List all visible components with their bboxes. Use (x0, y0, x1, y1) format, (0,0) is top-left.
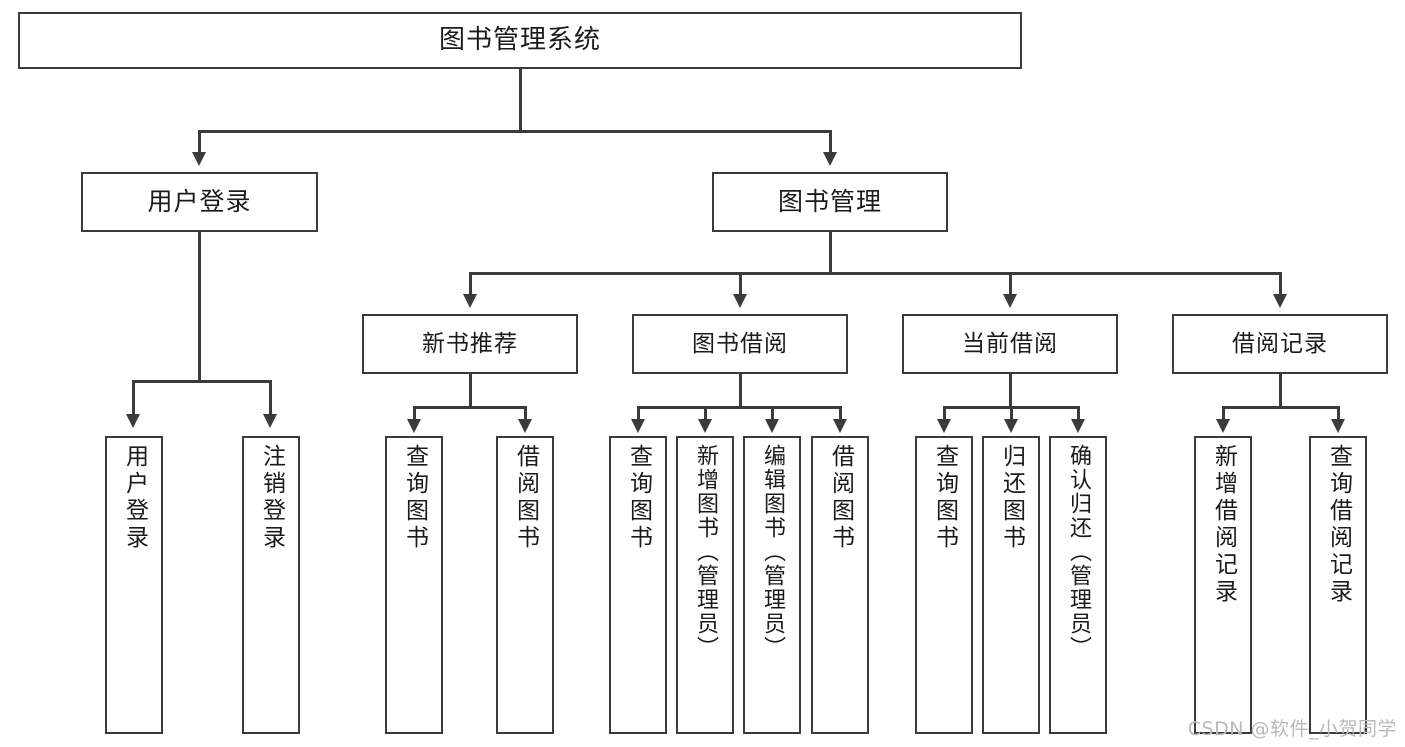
connector-root-bus (198, 130, 832, 133)
leaf-book-borrow-query-book[interactable]: 查询图书 (609, 436, 667, 734)
node-label: 编辑图书（管理员） (760, 444, 785, 660)
arrowhead-cb-leaf-3 (1071, 419, 1085, 433)
node-user-login[interactable]: 用户登录 (81, 172, 318, 232)
connector-book-management-stem (829, 232, 832, 274)
node-label: 注销登录 (258, 444, 285, 552)
connector-level2-bus (469, 272, 1281, 275)
arrowhead-nbr-leaf-1 (407, 419, 421, 433)
connector-bb-leaf-4 (839, 406, 842, 420)
arrowhead-br-leaf-1 (1216, 419, 1230, 433)
node-label: 图书借阅 (692, 330, 788, 357)
connector-nbr-leaf-2 (524, 406, 527, 420)
node-label: 新增借阅记录 (1210, 444, 1237, 606)
node-label: 图书管理 (777, 186, 882, 216)
leaf-book-borrow-add-book-admin[interactable]: 新增图书（管理员） (676, 436, 734, 734)
connector-to-current-borrow (1009, 272, 1012, 296)
leaf-book-borrow-borrow-book[interactable]: 借阅图书 (811, 436, 869, 734)
arrowhead-to-new-book-recommend (463, 294, 477, 308)
connector-nbr-leaf-1 (413, 406, 416, 420)
connector-book-borrow-stem (739, 374, 742, 408)
leaf-current-borrow-confirm-return-admin[interactable]: 确认归还（管理员） (1049, 436, 1107, 734)
leaf-current-borrow-query-book[interactable]: 查询图书 (915, 436, 973, 734)
arrowhead-cb-leaf-1 (937, 419, 951, 433)
arrowhead-root-to-user-login (192, 152, 206, 166)
node-label: 借阅图书 (512, 444, 539, 552)
node-book-management[interactable]: 图书管理 (712, 172, 948, 232)
node-label: 当前借阅 (962, 330, 1058, 357)
connector-br-leaf-1 (1222, 406, 1225, 420)
connector-new-book-recommend-stem (469, 374, 472, 408)
node-borrow-records[interactable]: 借阅记录 (1172, 314, 1388, 374)
connector-user-login-leaf-1 (132, 380, 135, 416)
node-label: 查询图书 (625, 444, 652, 552)
connector-current-borrow-stem (1009, 374, 1012, 408)
connector-root-to-user-login (198, 130, 201, 154)
connector-new-book-recommend-bus (413, 406, 527, 409)
arrowhead-to-borrow-records (1273, 294, 1287, 308)
connector-user-login-leaf-2 (269, 380, 272, 416)
arrowhead-to-book-borrow (733, 294, 747, 308)
leaf-borrow-records-add-record[interactable]: 新增借阅记录 (1194, 436, 1252, 734)
node-label: 借阅记录 (1232, 330, 1328, 357)
connector-user-login-bus (132, 380, 269, 383)
connector-user-login-stem (198, 232, 201, 382)
connector-bb-leaf-3 (771, 406, 774, 420)
leaf-user-login-login[interactable]: 用户登录 (105, 436, 163, 734)
connector-to-borrow-records (1279, 272, 1282, 296)
connector-to-new-book-recommend (469, 272, 472, 296)
leaf-current-borrow-return-book[interactable]: 归还图书 (982, 436, 1040, 734)
node-label: 用户登录 (147, 186, 252, 216)
node-label: 归还图书 (998, 444, 1025, 552)
node-label: 新增图书（管理员） (693, 444, 718, 660)
arrowhead-br-leaf-2 (1331, 419, 1345, 433)
leaf-new-book-query-book[interactable]: 查询图书 (385, 436, 443, 734)
connector-bb-leaf-2 (704, 406, 707, 420)
connector-cb-leaf-2 (1010, 406, 1013, 420)
connector-root-to-book-management (829, 130, 832, 154)
node-label: 查询图书 (931, 444, 958, 552)
node-label: 新书推荐 (422, 330, 518, 357)
node-book-borrow[interactable]: 图书借阅 (632, 314, 848, 374)
leaf-book-borrow-edit-book-admin[interactable]: 编辑图书（管理员） (743, 436, 801, 734)
connector-to-book-borrow (739, 272, 742, 296)
connector-borrow-records-stem (1279, 374, 1282, 408)
arrowhead-user-login-leaf-2 (263, 414, 277, 428)
node-label: 确认归还（管理员） (1066, 444, 1091, 660)
arrowhead-bb-leaf-1 (631, 419, 645, 433)
csdn-watermark: CSDN @软件_小贺同学 (1187, 718, 1397, 740)
node-label: 借阅图书 (827, 444, 854, 552)
arrowhead-root-to-book-management (823, 152, 837, 166)
connector-root-stem (519, 69, 522, 131)
connector-bb-leaf-1 (637, 406, 640, 420)
arrowhead-bb-leaf-2 (698, 419, 712, 433)
leaf-borrow-records-query-record[interactable]: 查询借阅记录 (1309, 436, 1367, 734)
arrowhead-user-login-leaf-1 (126, 414, 140, 428)
node-label: 图书管理系统 (438, 24, 601, 55)
leaf-user-login-logout[interactable]: 注销登录 (242, 436, 300, 734)
node-current-borrow[interactable]: 当前借阅 (902, 314, 1118, 374)
connector-borrow-records-bus (1222, 406, 1340, 409)
connector-br-leaf-2 (1337, 406, 1340, 420)
arrowhead-to-current-borrow (1003, 294, 1017, 308)
connector-cb-leaf-1 (943, 406, 946, 420)
node-label: 用户登录 (121, 444, 148, 552)
node-label: 查询图书 (401, 444, 428, 552)
leaf-new-book-borrow-book[interactable]: 借阅图书 (496, 436, 554, 734)
node-new-book-recommend[interactable]: 新书推荐 (362, 314, 578, 374)
arrowhead-nbr-leaf-2 (518, 419, 532, 433)
node-label: 查询借阅记录 (1325, 444, 1352, 606)
connector-cb-leaf-3 (1077, 406, 1080, 420)
arrowhead-bb-leaf-4 (833, 419, 847, 433)
node-root-book-management-system[interactable]: 图书管理系统 (18, 12, 1022, 69)
arrowhead-bb-leaf-3 (765, 419, 779, 433)
connector-book-borrow-bus (637, 406, 841, 409)
arrowhead-cb-leaf-2 (1004, 419, 1018, 433)
